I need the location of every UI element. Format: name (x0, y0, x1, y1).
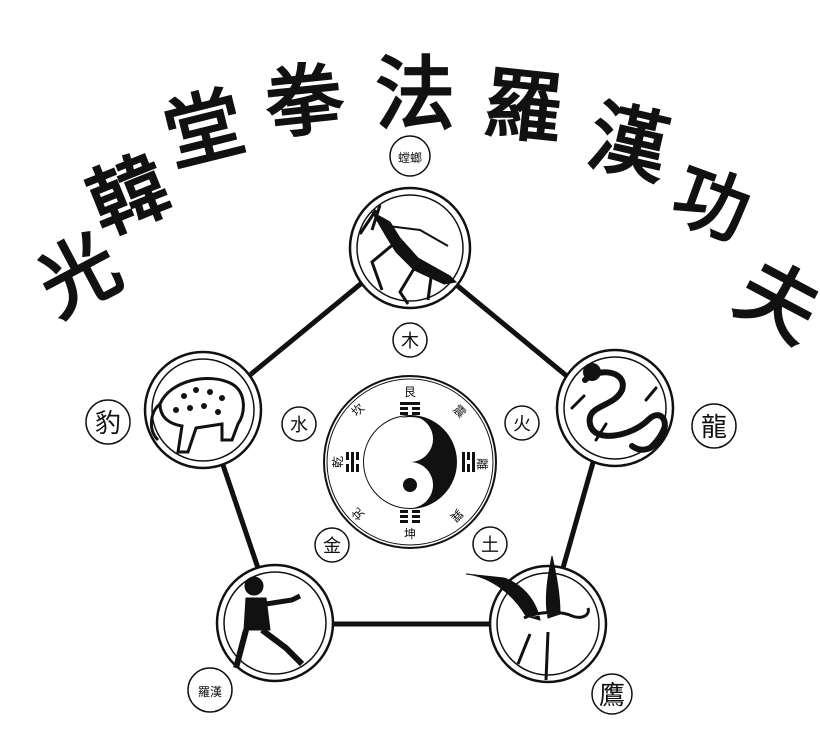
title-char: 堂 (156, 76, 254, 183)
element-earth: 土 (472, 526, 508, 562)
trigram-label: 乾 (331, 456, 345, 468)
trigram-label: 坤 (404, 526, 416, 541)
element-water: 水 (281, 406, 317, 442)
trigram-label: 離 (475, 458, 489, 470)
mantis-icon (358, 204, 458, 305)
dragon-icon (570, 363, 668, 453)
svg-text:木: 木 (401, 331, 419, 352)
animal-monk: 羅漢 (187, 563, 335, 713)
title-char: 夫 (722, 244, 820, 361)
animal-label: 鷹 (599, 681, 625, 711)
yin-yang-icon (363, 415, 457, 509)
element-fire: 火 (504, 405, 540, 441)
title-char: 拳 (260, 52, 350, 151)
monk-icon (233, 576, 305, 669)
leopard-icon (150, 376, 245, 454)
trigram-label: 艮 (404, 385, 416, 399)
svg-text:土: 土 (481, 535, 499, 556)
eagle-icon (465, 555, 590, 681)
svg-text:水: 水 (290, 415, 308, 436)
animal-label: 羅漢 (198, 685, 222, 699)
title-char: 功 (662, 151, 761, 257)
animal-mantis: 螳螂 (348, 135, 472, 310)
title-char: 法 (375, 47, 455, 141)
svg-text:火: 火 (513, 414, 531, 435)
title-char: 漢 (580, 90, 677, 196)
element-metal: 金 (314, 527, 350, 563)
animal-label: 螳螂 (398, 151, 422, 165)
animal-eagle: 鷹 (465, 555, 633, 715)
bagua-circle: 艮 震 離 巽 坤 兌 乾 坎 (323, 375, 497, 549)
trigram-marks (346, 402, 475, 523)
element-wood: 木 (392, 322, 428, 358)
svg-text:金: 金 (323, 536, 341, 557)
animal-leopard: 豹 (85, 350, 263, 470)
title-char: 羅 (480, 58, 567, 157)
animal-label: 豹 (95, 409, 121, 439)
animal-label: 龍 (701, 413, 727, 443)
animal-dragon: 龍 (555, 348, 737, 468)
